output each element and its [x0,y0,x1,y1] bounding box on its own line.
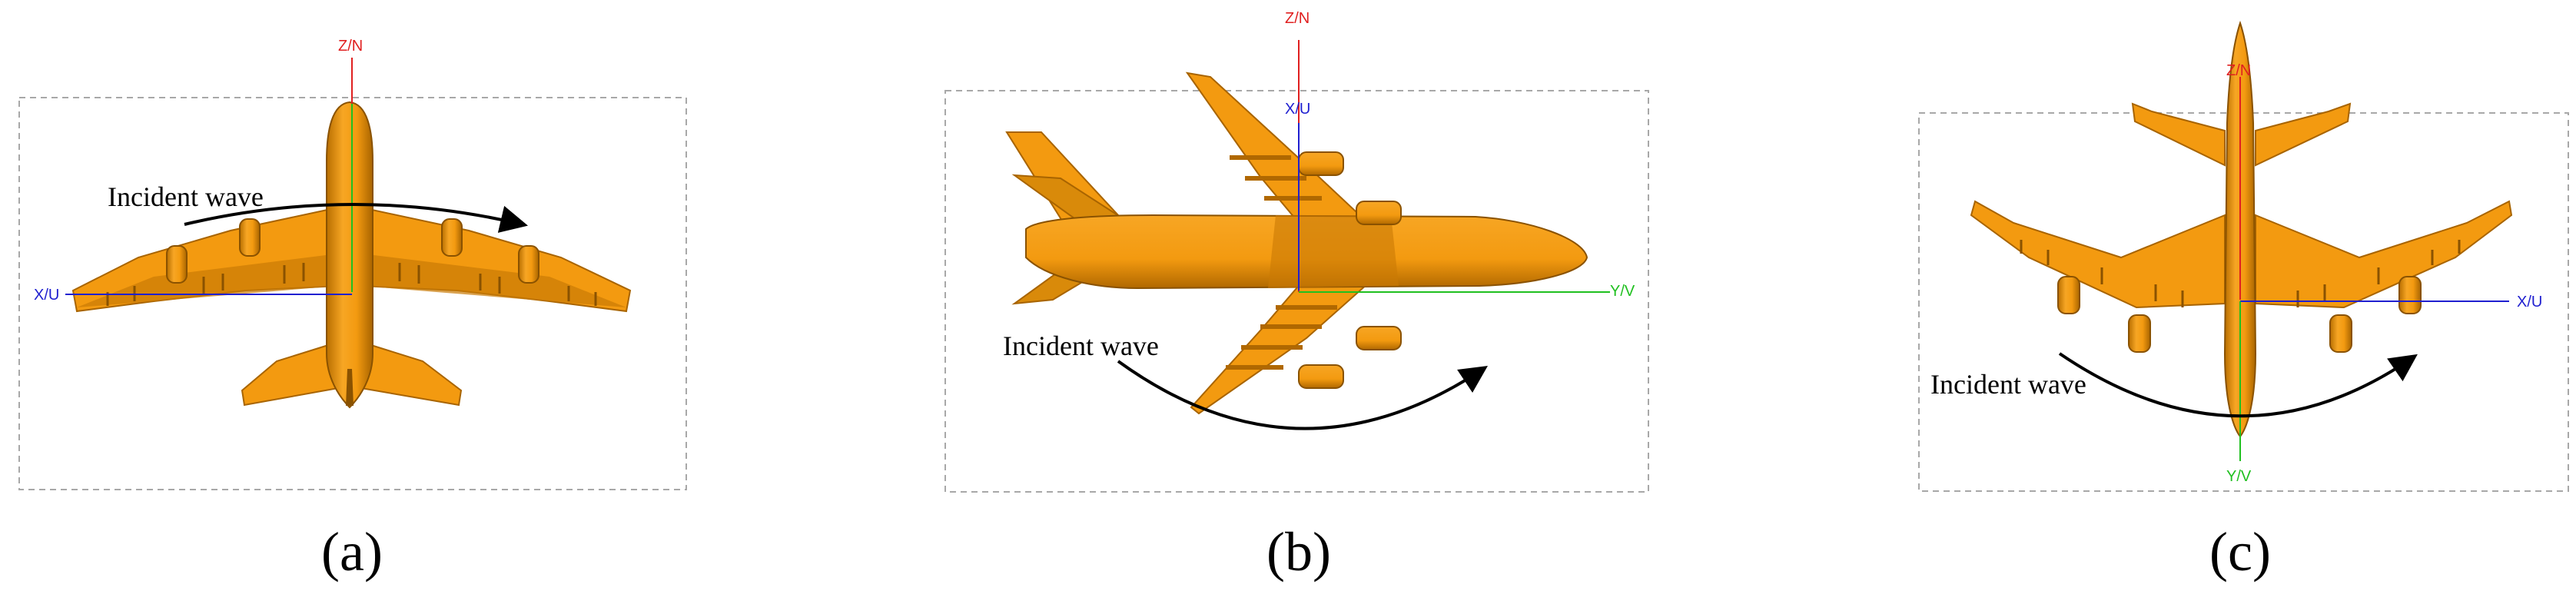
aircraft-engine [2057,276,2080,314]
panel-c: Z/N X/U Y/V Incident wave (c) [1918,20,2569,583]
panel-a: Z/N X/U Incident wave (a) [18,38,687,583]
axis-label-y: Y/V [1610,283,1635,300]
axis-label-z: Z/N [2226,62,2251,79]
axis-label-y: Y/V [2226,468,2252,485]
incident-wave-label: Incident wave [1003,330,1159,361]
panel-c-aircraft [1970,20,2513,438]
panel-a-aircraft [71,101,632,409]
panel-b-frame [944,90,1649,493]
aircraft-engine [518,245,539,284]
incident-wave-arrow [1117,360,1488,430]
aircraft-engine [2128,314,2151,353]
axis-label-z: Z/N [338,38,363,55]
aircraft-engine [1356,326,1402,350]
aircraft-engine [1356,201,1402,225]
aircraft-engine [441,218,463,257]
aircraft-right-wing [2255,200,2513,309]
aircraft-fairings [1226,155,1337,370]
incident-wave-arrow [2058,352,2418,418]
aircraft-engine [2329,314,2352,353]
aircraft-wing-root [1268,215,1399,288]
aircraft-fairings [2020,240,2461,307]
panel-caption: (a) [321,521,383,583]
aircraft-engine [239,218,261,257]
panel-caption: (b) [1266,521,1331,583]
aircraft-left-tailplane [241,340,339,407]
aircraft-right-tailplane [2255,102,2352,167]
aircraft-wing-shade [361,254,626,307]
panel-b-aircraft [1005,71,1588,415]
aircraft-fuselage [326,101,373,409]
aircraft-right-tailplane [360,340,463,407]
aircraft-engine [1298,364,1344,389]
axis-label-x: X/U [1285,101,1310,118]
aircraft-left-tailplane [2131,102,2226,167]
axis-label-x: X/U [34,287,59,304]
axis-label-z: Z/N [1285,10,1310,27]
axis-label-x: X/U [2517,294,2542,310]
panel-b: Z/N X/U Y/V Incident wave (b) [944,10,1649,583]
incident-wave-arrow [184,203,529,233]
aircraft-engine [2398,276,2422,314]
panel-caption: (c) [2209,521,2271,583]
aircraft-engine [166,245,188,284]
aircraft-tail-fin [346,369,354,406]
aircraft-left-wing [1970,200,2226,309]
incident-wave-label: Incident wave [108,181,264,212]
incident-wave-label: Incident wave [1930,369,2086,400]
aircraft-engine [1298,151,1344,176]
